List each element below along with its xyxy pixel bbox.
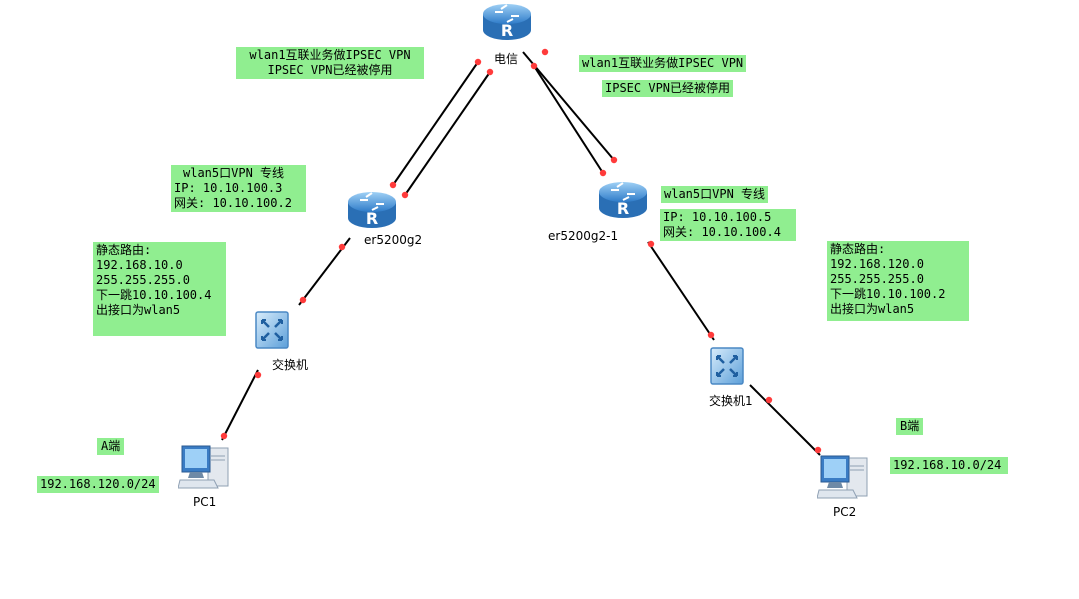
note-route-a-net: 192.168.10.0 [96,258,183,272]
port-dot [814,446,822,454]
note-route-b-net: 192.168.120.0 [830,257,924,271]
note-side-b: B端 [896,418,924,435]
port-dot [299,296,307,304]
note-route-a-title: 静态路由: [96,243,152,257]
note-route-b-mask: 255.255.255.0 [830,272,924,286]
port-dot [401,191,409,199]
note-side-a: A端 [97,438,125,455]
switch-icon[interactable] [254,310,290,350]
note-ipsec-left-line2: IPSEC VPN已经被停用 [267,63,393,77]
device-label-router-a: er5200g2 [364,233,423,247]
note-subnet-a: 192.168.120.0/24 [37,476,159,493]
link-router-b-switch-b [647,241,715,341]
note-route-b-iface: 出接口为wlan5 [830,302,915,316]
router-telecom-icon[interactable]: R [481,0,533,46]
router-er5200g2-icon[interactable]: R [346,188,398,234]
note-ipsec-right-2: IPSEC VPN已经被停用 [602,80,734,97]
port-dot [220,432,228,440]
port-dot [541,48,549,56]
switch-1-icon[interactable] [709,346,745,386]
link-telecom-router-a-2 [404,71,491,196]
svg-text:R: R [617,199,629,218]
note-subnet-b: 192.168.10.0/24 [890,457,1008,474]
pc2-icon[interactable] [817,452,871,502]
link-switch-a-pc1 [221,369,259,441]
port-dot [486,68,494,76]
note-wlan-a-ip: IP: 10.10.100.3 [174,181,283,195]
device-label-switch-a: 交换机 [272,358,309,372]
note-wlan-a-title: wlan5口VPN 专线 [183,166,285,180]
port-dot [254,371,262,379]
link-telecom-router-b-2 [533,65,604,174]
port-dot [647,240,655,248]
note-wlan-b-gw: 网关: 10.10.100.4 [663,225,781,239]
link-switch-b-pc2 [749,384,821,456]
device-label-pc1: PC1 [193,495,217,509]
note-wlan-b-ip: IP: 10.10.100.5 [663,210,772,224]
svg-text:R: R [501,21,513,40]
note-wlan-b-title: wlan5口VPN 专线 [661,186,769,203]
port-dot [610,156,618,164]
note-wlan-a: wlan5口VPN 专线 IP: 10.10.100.3 网关: 10.10.1… [171,165,306,212]
link-telecom-router-a-1 [392,61,479,186]
port-dot [474,58,482,66]
note-route-b-hop: 下一跳10.10.100.2 [830,287,946,301]
note-wlan-b: IP: 10.10.100.5 网关: 10.10.100.4 [660,209,796,241]
port-dot [707,331,715,339]
pc1-icon[interactable] [178,442,232,492]
device-label-router-b: er5200g2-1 [548,229,619,243]
note-route-b-title: 静态路由: [830,242,886,256]
port-dot [389,181,397,189]
note-static-route-b: 静态路由: 192.168.120.0 255.255.255.0 下一跳10.… [827,241,969,321]
port-dot [765,396,773,404]
port-dot [338,243,346,251]
device-label-switch-b: 交换机1 [709,394,753,408]
note-ipsec-right-1: wlan1互联业务做IPSEC VPN [579,55,747,72]
device-label-telecom: 电信 [494,52,519,66]
svg-text:R: R [366,209,378,228]
note-route-a-iface: 出接口为wlan5 [96,303,181,317]
note-ipsec-left-line1: wlan1互联业务做IPSEC VPN [249,48,411,62]
note-wlan-a-gw: 网关: 10.10.100.2 [174,196,292,210]
device-label-pc2: PC2 [833,505,857,519]
note-static-route-a: 静态路由: 192.168.10.0 255.255.255.0 下一跳10.1… [93,242,226,336]
router-er5200g2-1-icon[interactable]: R [597,178,649,224]
note-route-a-hop: 下一跳10.10.100.4 [96,288,212,302]
link-telecom-router-b-1 [522,51,615,161]
port-dot [599,169,607,177]
note-route-a-mask: 255.255.255.0 [96,273,190,287]
port-dot [530,62,538,70]
